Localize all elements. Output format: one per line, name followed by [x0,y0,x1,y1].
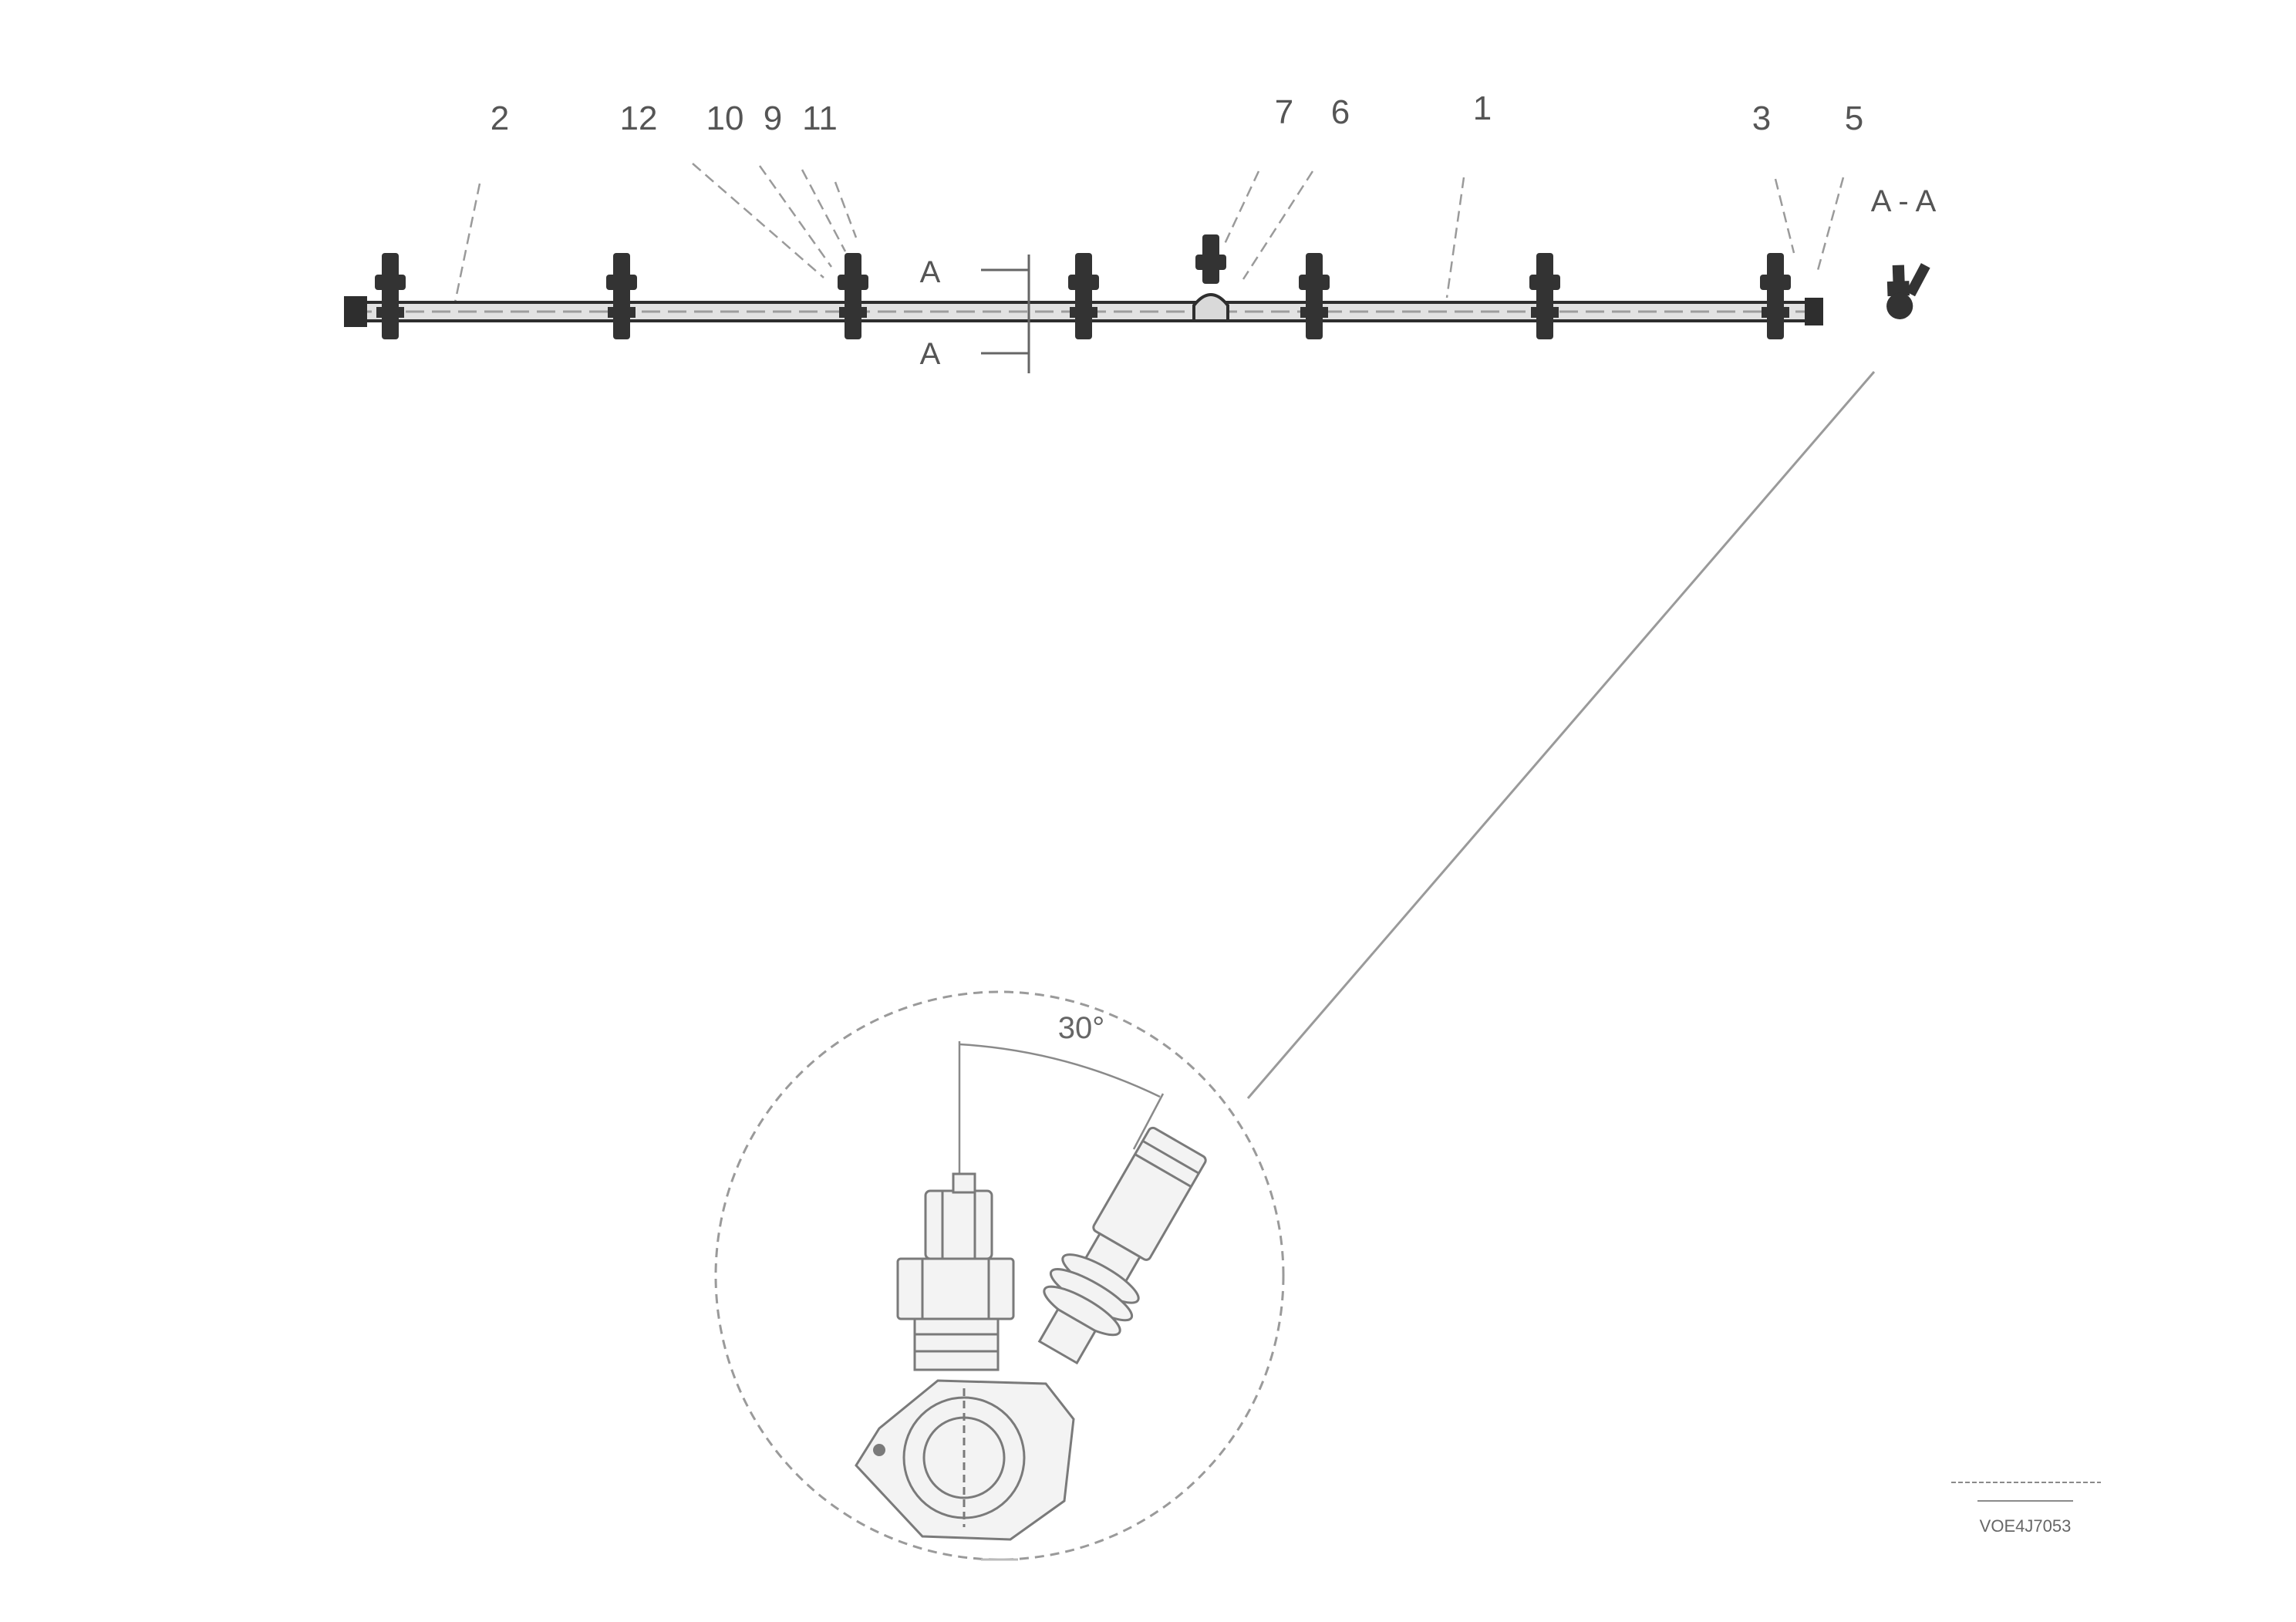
callout-2: 2 [491,99,509,137]
angle-dimension-label: 30° [1058,1011,1105,1045]
callout-3: 3 [1752,99,1771,137]
leader-7 [1223,170,1260,244]
leader-5 [1816,177,1845,274]
callout-6: 6 [1331,93,1350,131]
detail-leader-line [1246,371,1876,1099]
drawing-stamp: VOE4J7053 [1951,1482,2101,1536]
callout-10: 10 [706,99,744,137]
section-marker-top-label: A [920,255,941,289]
leader-10 [758,165,833,268]
callout-labels: 2 12 10 9 11 7 6 1 3 5 [491,89,1863,137]
leader-11 [834,181,858,238]
leader-6 [1242,170,1314,280]
section-marker-bottom-label: A [920,337,941,371]
inclined-sensor [1037,1126,1207,1365]
section-marker: A A [920,255,1030,373]
bracket-bolt-hole [873,1444,885,1456]
leader-1 [1445,177,1465,298]
injector-stub [1195,234,1226,284]
section-view-small: A - A [1871,184,1937,319]
detail-circle [714,990,1285,1561]
leader-lines [453,163,1845,303]
callout-5: 5 [1845,99,1863,137]
section-view-sketch [1886,263,1930,319]
callout-11: 11 [802,99,838,137]
leader-9 [801,169,847,252]
injector-stub [1068,253,1099,339]
rail-left-end [344,296,367,327]
upright-connector [896,1172,1015,1371]
injector-stub [1529,253,1560,339]
angle-dimension-inclined [1132,1093,1165,1150]
leader-12 [692,163,824,278]
stamp-code: VOE4J7053 [1980,1516,2072,1536]
injector-stub [606,253,637,339]
injector-stubs [375,234,1791,339]
rail-right-end [1805,298,1823,325]
callout-7: 7 [1275,93,1293,131]
injector-stub [375,253,406,339]
injector-stub [1299,253,1330,339]
mounting-bracket [855,1379,1075,1541]
injector-stub [1760,253,1791,339]
rail-inlet-bump [1192,293,1229,322]
angle-dimension-arc [959,1043,1161,1098]
injector-stub [838,253,868,339]
section-view-title: A - A [1871,184,1937,218]
callout-12: 12 [620,99,658,137]
callout-1: 1 [1473,89,1492,127]
callout-9: 9 [764,99,782,137]
leader-3 [1774,178,1795,254]
leader-2 [453,183,481,303]
detail-view: 30° [714,990,1285,1561]
